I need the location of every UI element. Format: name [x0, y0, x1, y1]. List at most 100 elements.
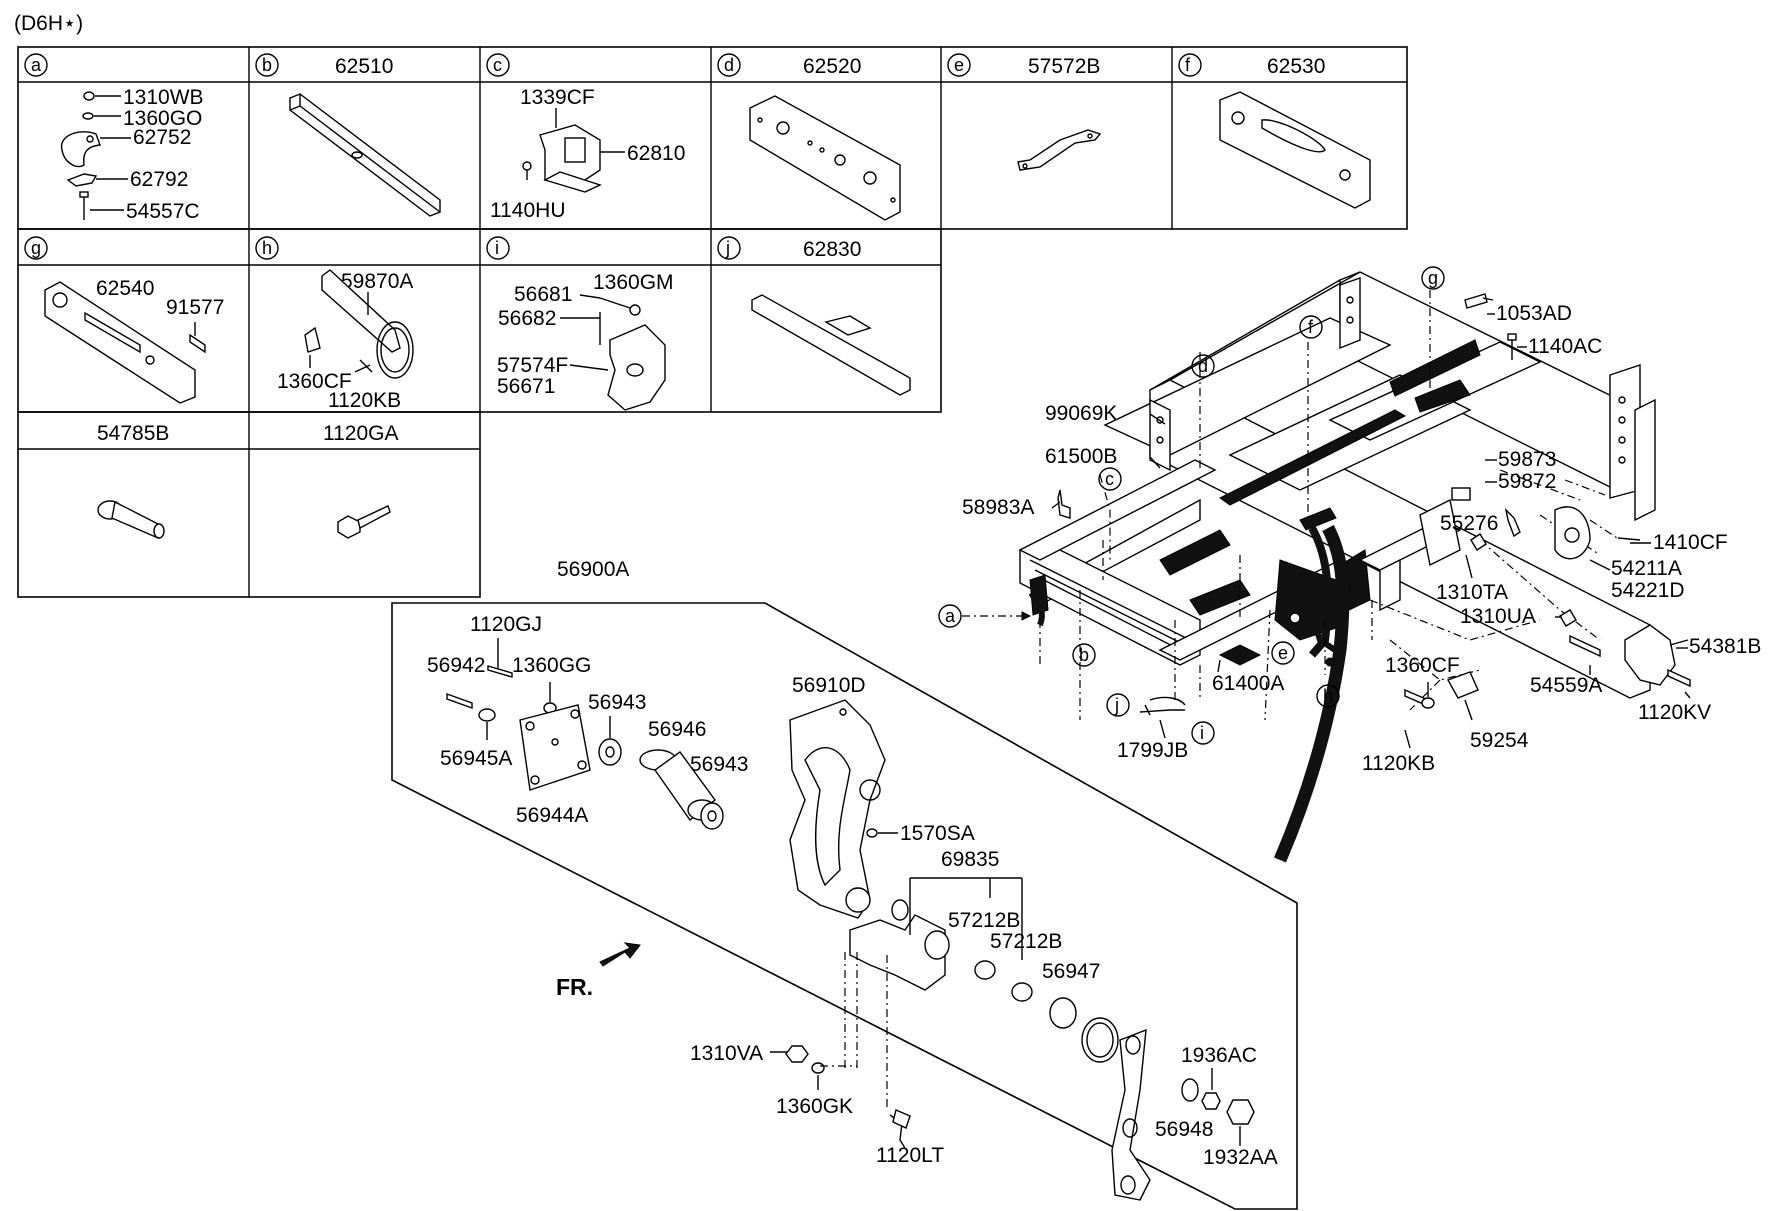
panel-d-parts [749, 95, 901, 221]
label-99069K: 99069K [1045, 402, 1117, 425]
bolt-head-icon [337, 515, 361, 539]
label-1360CF: 1360CF [1385, 654, 1460, 677]
label-56910D: 56910D [792, 674, 866, 697]
panel-g-header: g [24, 236, 48, 260]
callout-d: d [1191, 354, 1215, 378]
label-56682: 56682 [498, 307, 556, 330]
label-1799JB: 1799JB [1117, 739, 1188, 762]
bracket-icon [1446, 671, 1479, 699]
label-56943b: 56943 [690, 753, 748, 776]
bracket-h-icon [321, 269, 401, 353]
nut-icon [1226, 1099, 1255, 1125]
panel-i-header: i [486, 236, 510, 260]
label-1120KB: 1120KB [328, 389, 401, 412]
crossmember-mid [1103, 317, 1392, 456]
callout-g: g [1421, 266, 1445, 290]
crossmember-f-icon [1219, 91, 1371, 209]
label-56943a: 56943 [588, 691, 646, 714]
plate-icon [1451, 487, 1471, 501]
label-1936AC: 1936AC [1181, 1044, 1257, 1067]
mount-bracket-icon [539, 124, 601, 181]
svg-text:h: h [262, 238, 272, 258]
label-1120KV: 1120KV [1638, 701, 1711, 724]
mount-i-icon [607, 324, 666, 411]
label-57574F: 57574F [497, 354, 568, 377]
label-58983A: 58983A [962, 496, 1034, 519]
panel-h-parts: 59870A 1360CF 1120KB [277, 269, 414, 412]
crossmember-d-icon [749, 95, 901, 221]
panel-f-parts [1219, 91, 1371, 209]
label-62792: 62792 [130, 168, 188, 191]
svg-text:j: j [725, 238, 730, 258]
label-1140AC: 1140AC [1528, 335, 1602, 358]
bracket-icon [60, 131, 101, 168]
label-1310UA: 1310UA [1460, 605, 1536, 628]
plate-icon [66, 173, 98, 187]
label-69835: 69835 [941, 848, 999, 871]
label-91577: 91577 [166, 296, 224, 319]
label-1310WB: 1310WB [123, 86, 204, 109]
callout-i: i [1191, 721, 1215, 745]
clip-icon [1464, 293, 1488, 309]
callout-a: a [938, 604, 962, 628]
bolt-icon [522, 161, 532, 171]
label-56946: 56946 [648, 718, 706, 741]
label-1932AA: 1932AA [1203, 1146, 1278, 1169]
label-56671: 56671 [497, 375, 555, 398]
bushing-icon [478, 708, 496, 722]
label-54381B: 54381B [1689, 635, 1761, 658]
plate-icon [519, 704, 591, 791]
label-1053AD: 1053AD [1496, 302, 1572, 325]
bracket-icon [1057, 489, 1071, 519]
panel-b-parts [289, 93, 441, 217]
panel-c-header: c [486, 53, 510, 77]
parts-table [17, 46, 1408, 598]
panel-j-part: 62830 [803, 238, 861, 261]
label-56945A: 56945A [440, 747, 512, 770]
svg-text:c: c [1105, 469, 1114, 489]
label-54557C: 54557C [126, 200, 200, 223]
svg-text:a: a [945, 606, 956, 626]
hanger-bracket-icon [789, 699, 886, 919]
front-direction-label: FR. [556, 974, 593, 1000]
label-1310TA: 1310TA [1436, 581, 1508, 604]
label-1360GO: 1360GO [123, 107, 202, 130]
callout-b: b [1072, 643, 1096, 667]
panel-k-part: 54785B [97, 422, 169, 445]
bushing-icon [974, 960, 996, 980]
label-1120KB: 1120KB [1362, 752, 1435, 775]
crossmember-g-icon [44, 281, 196, 404]
label-56681: 56681 [514, 283, 572, 306]
washer-icon [82, 112, 94, 120]
svg-text:e: e [954, 55, 964, 75]
svg-text:f: f [1308, 317, 1314, 337]
assembly-outline [391, 602, 1298, 1210]
crossmember-j-icon [751, 294, 911, 396]
panel-j-header: j 62830 [717, 236, 861, 261]
callout-c: c [1098, 467, 1122, 491]
label-1120GJ: 1120GJ [470, 613, 542, 636]
callout-h: h [1316, 684, 1340, 708]
label-1360GM: 1360GM [593, 271, 674, 294]
panel-e-parts [1017, 129, 1102, 171]
label-59870A: 59870A [341, 270, 413, 293]
panel-d-part: 62520 [803, 55, 861, 78]
label-1360GG: 1360GG [512, 654, 591, 677]
svg-text:i: i [1200, 723, 1204, 743]
label-1140HU: 1140HU [490, 199, 566, 222]
label-57212Ba: 57212B [948, 909, 1020, 932]
callout-j: j [1106, 693, 1130, 717]
seal-icon [1049, 997, 1077, 1029]
callout-f: f [1299, 315, 1323, 339]
label-56944A: 56944A [516, 804, 588, 827]
chassis-frame: g f d c a b j i e h 1053AD 1140AC 99069K… [938, 266, 1761, 863]
bolt-icon [79, 191, 89, 198]
svg-text:h: h [1323, 686, 1333, 706]
model-code: (D6H⋆) [14, 12, 83, 35]
svg-text:i: i [495, 238, 499, 258]
label-56942: 56942 [427, 654, 485, 677]
nut-icon [1470, 533, 1487, 551]
nut-icon [83, 91, 95, 101]
washer-icon [700, 802, 724, 830]
